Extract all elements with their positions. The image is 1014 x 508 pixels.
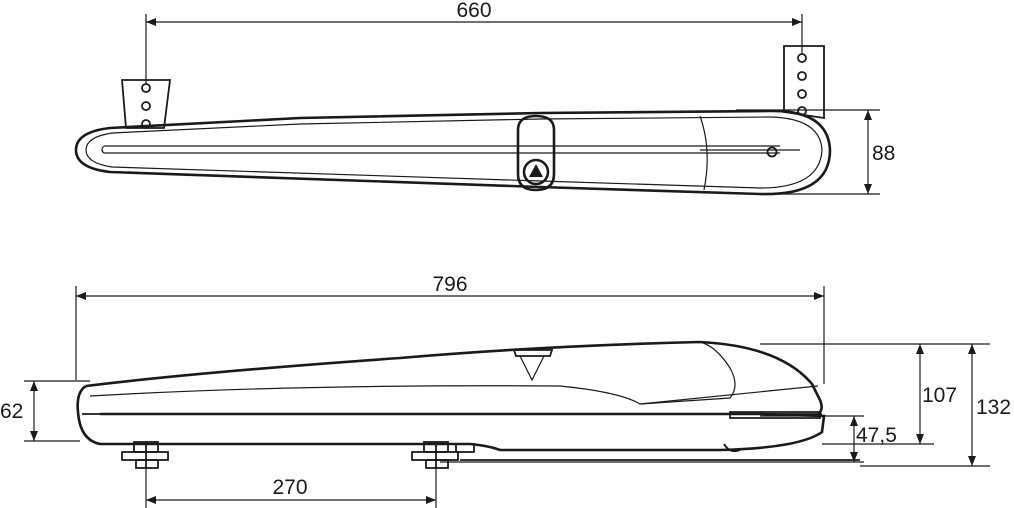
dimension-label-107: 107 xyxy=(922,384,957,407)
dimension-796: 796 xyxy=(75,273,825,384)
dimension-label-88: 88 xyxy=(872,142,895,165)
release-key-top xyxy=(516,114,556,192)
side-view: 796 62 107 132 47,5 xyxy=(0,273,1011,508)
right-mounting-bracket xyxy=(783,45,825,120)
dimension-label-796: 796 xyxy=(432,273,467,296)
dimension-270: 270 xyxy=(145,468,437,508)
dimension-132: 132 xyxy=(860,343,1011,467)
dimension-label-660: 660 xyxy=(456,0,491,22)
dimension-47-5: 47,5 xyxy=(440,415,897,463)
dimension-88: 88 xyxy=(736,109,895,195)
dimension-label-47-5: 47,5 xyxy=(856,424,897,447)
right-foot xyxy=(411,441,475,469)
top-view: 660 88 xyxy=(74,0,895,196)
dimension-62: 62 xyxy=(0,380,90,442)
left-foot xyxy=(121,441,169,469)
dimension-label-62: 62 xyxy=(0,400,23,423)
operator-body-top xyxy=(74,109,832,196)
dimension-label-132: 132 xyxy=(976,396,1011,419)
dimension-107: 107 xyxy=(760,343,957,445)
left-mounting-bracket xyxy=(121,79,172,129)
dimension-660: 660 xyxy=(145,0,803,84)
dimension-label-270: 270 xyxy=(272,476,307,499)
operator-body-side xyxy=(76,340,826,453)
